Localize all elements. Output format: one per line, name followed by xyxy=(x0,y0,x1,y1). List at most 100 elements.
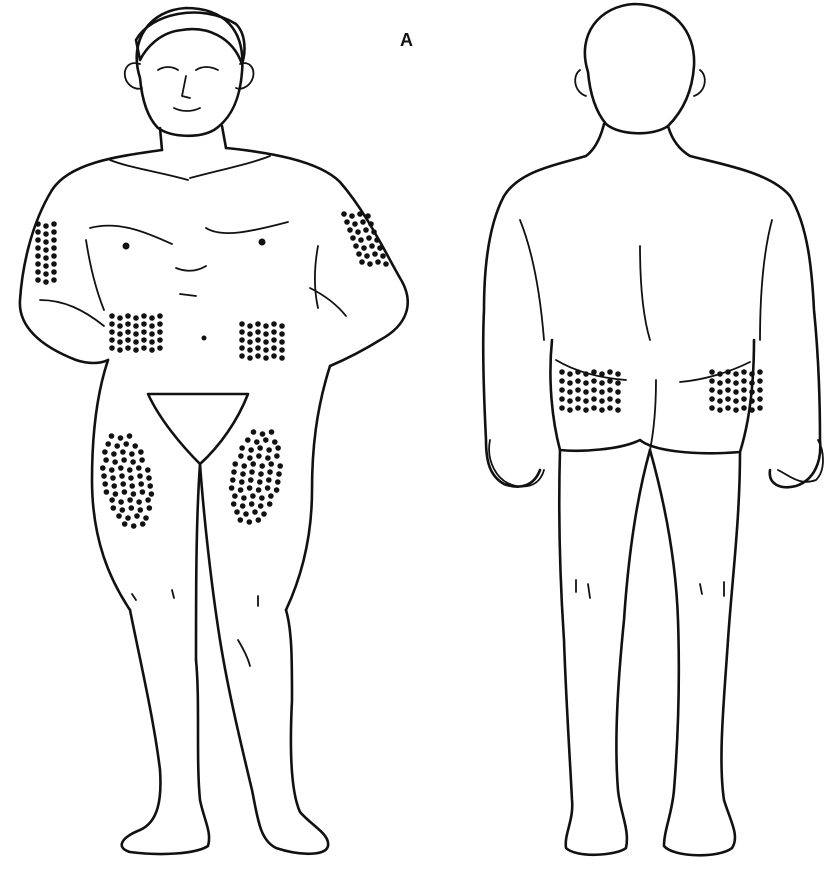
injection-site-dot xyxy=(615,398,621,404)
injection-site-dot xyxy=(133,323,139,329)
injection-site-dot xyxy=(717,407,723,413)
injection-site-dot xyxy=(607,387,613,393)
injection-site-dot xyxy=(360,219,366,225)
injection-site-dot xyxy=(141,345,147,351)
injection-site-dot xyxy=(133,315,139,321)
injection-site-dot xyxy=(252,509,258,515)
injection-site-dot xyxy=(43,223,49,229)
injection-site-dot xyxy=(241,463,247,469)
injection-site-dot xyxy=(709,369,715,375)
injection-site-dot xyxy=(709,396,715,402)
injection-site-dot xyxy=(355,229,361,235)
injection-site-dot xyxy=(371,229,377,235)
injection-site-dot xyxy=(249,501,255,507)
injection-site-dot xyxy=(717,371,723,377)
injection-site-dot xyxy=(100,465,106,471)
injection-site-dot xyxy=(109,313,115,319)
injection-site-dot xyxy=(365,213,371,219)
injection-site-dot xyxy=(138,449,144,455)
injection-site-dot xyxy=(709,387,715,393)
injection-site-dot xyxy=(591,387,597,393)
injection-site-dot xyxy=(709,405,715,411)
injection-site-dot xyxy=(141,337,147,343)
injection-site-dot xyxy=(129,505,135,511)
left-upper-arm-sites xyxy=(341,211,389,267)
injection-site-dot xyxy=(255,329,261,335)
injection-site-dot xyxy=(114,443,120,449)
injection-site-dot xyxy=(757,396,763,402)
injection-site-dot xyxy=(116,513,122,519)
injection-site-dot xyxy=(615,371,621,377)
injection-site-dot xyxy=(733,389,739,395)
injection-site-dot xyxy=(111,505,117,511)
injection-site-dot xyxy=(271,353,277,359)
injection-site-dot xyxy=(733,380,739,386)
injection-site-dot xyxy=(51,237,57,243)
injection-site-dot xyxy=(359,259,365,265)
injection-site-dot xyxy=(279,339,285,345)
injection-site-dot xyxy=(247,339,253,345)
injection-site-dot xyxy=(615,407,621,413)
injection-site-dot xyxy=(125,515,131,521)
injection-site-dot xyxy=(131,523,137,529)
injection-site-dot xyxy=(145,467,151,473)
injection-site-dot xyxy=(268,461,274,467)
injection-site-dot xyxy=(133,339,139,345)
injection-site-dots xyxy=(35,211,763,529)
injection-site-dot xyxy=(364,253,370,259)
injection-site-dot xyxy=(559,378,565,384)
injection-site-dot xyxy=(239,329,245,335)
injection-site-dot xyxy=(35,253,41,259)
injection-site-dot xyxy=(240,503,246,509)
injection-site-dot xyxy=(372,251,378,257)
injection-site-dot xyxy=(104,489,110,495)
injection-site-dot xyxy=(749,380,755,386)
injection-site-dot xyxy=(259,495,265,501)
injection-site-dot xyxy=(134,513,140,519)
injection-site-dot xyxy=(35,237,41,243)
injection-site-dot xyxy=(276,471,282,477)
injection-site-dot xyxy=(247,455,253,461)
injection-site-dot xyxy=(139,457,145,463)
injection-site-dot xyxy=(363,227,369,233)
injection-site-dot xyxy=(567,398,573,404)
injection-site-dot xyxy=(607,378,613,384)
injection-site-dot xyxy=(757,378,763,384)
injection-site-dot xyxy=(125,337,131,343)
back-legs xyxy=(559,450,740,855)
injection-site-dot xyxy=(741,396,747,402)
injection-site-dot xyxy=(35,229,41,235)
injection-site-dot xyxy=(250,461,256,467)
injection-site-dot xyxy=(749,371,755,377)
injection-site-dot xyxy=(35,261,41,267)
injection-site-dot xyxy=(575,387,581,393)
injection-site-dot xyxy=(157,313,163,319)
injection-site-dot xyxy=(146,475,152,481)
injection-site-dot xyxy=(238,487,244,493)
injection-site-dot xyxy=(567,380,573,386)
injection-site-dot xyxy=(51,245,57,251)
injection-site-dot xyxy=(344,219,350,225)
injection-site-dot xyxy=(136,499,142,505)
injection-site-dot xyxy=(122,521,128,527)
injection-site-dot xyxy=(357,211,363,217)
injection-site-dot xyxy=(257,479,263,485)
injection-site-dot xyxy=(121,457,127,463)
injection-site-dot xyxy=(591,405,597,411)
injection-site-dot xyxy=(239,345,245,351)
injection-site-dot xyxy=(149,323,155,329)
injection-site-dot xyxy=(109,337,115,343)
injection-site-dot xyxy=(255,345,261,351)
figure-label: A xyxy=(400,30,413,50)
injection-site-dot xyxy=(263,323,269,329)
injection-site-dot xyxy=(375,259,381,265)
injection-site-dot xyxy=(583,398,589,404)
injection-site-dot xyxy=(366,235,372,241)
injection-site-dot xyxy=(567,371,573,377)
injection-site-dot xyxy=(130,459,136,465)
injection-site-dot xyxy=(725,378,731,384)
injection-site-dot xyxy=(231,469,237,475)
injection-site-dot xyxy=(232,493,238,499)
injection-site-dot xyxy=(575,405,581,411)
